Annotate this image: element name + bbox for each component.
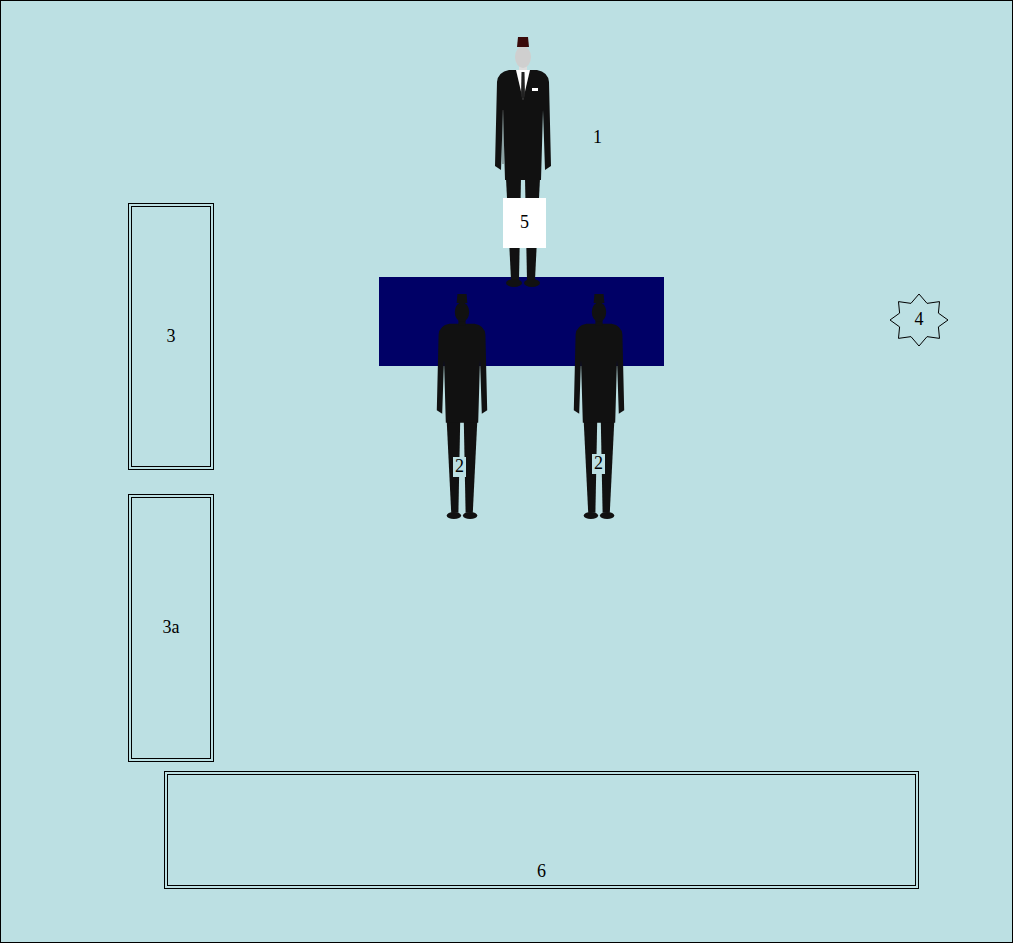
- callout-number: 2: [592, 454, 605, 474]
- star-marker: 4: [889, 293, 949, 347]
- front-box: 6: [164, 771, 919, 889]
- standing-man-back: [574, 294, 624, 519]
- callout-number: 3a: [163, 618, 180, 638]
- callout-number: 1: [593, 128, 602, 148]
- side-box: 3a: [128, 494, 214, 762]
- callout-number: 6: [537, 862, 546, 882]
- side-box: 3: [128, 203, 214, 470]
- callout-number: 4: [915, 310, 924, 330]
- callout-number: 2: [453, 457, 466, 477]
- sign-box: 5: [503, 198, 546, 248]
- standing-man-back: [437, 294, 487, 519]
- figures: [437, 37, 624, 519]
- callout-number: 5: [520, 213, 529, 233]
- callout-number: 3: [167, 327, 176, 347]
- standing-man-front: [495, 37, 551, 287]
